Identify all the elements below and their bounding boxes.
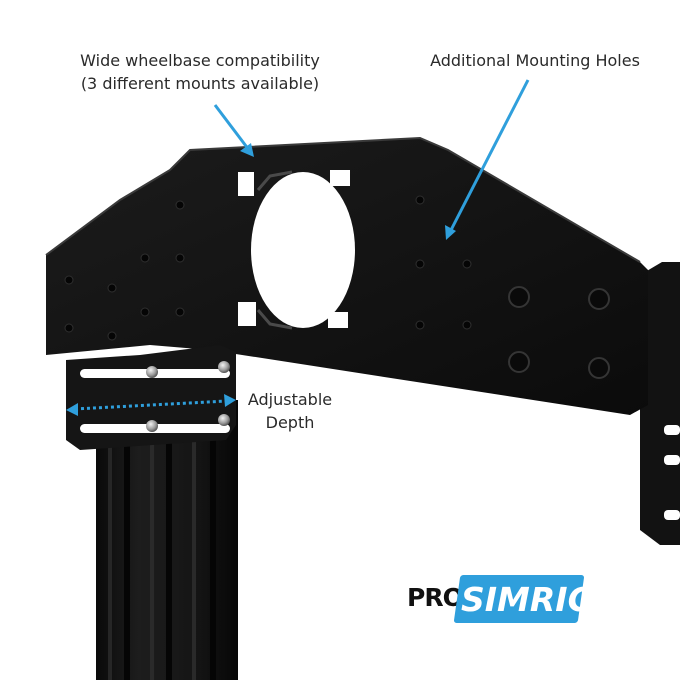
wheelbase-callout-line1: Wide wheelbase compatibility — [80, 51, 320, 70]
depth-arrow — [66, 394, 236, 416]
depth-callout: Adjustable Depth — [240, 388, 340, 434]
side-bracket — [640, 262, 680, 545]
wheelbase-callout-line2: (3 different mounts available) — [80, 74, 320, 93]
depth-callout-line1: Adjustable — [247, 390, 333, 409]
wheelbase-arrow — [213, 104, 254, 157]
mounting-holes-arrow — [445, 79, 530, 240]
logo-pro-text: PRO — [407, 583, 464, 612]
prosimrig-logo: PRO SIMRIG — [407, 575, 595, 627]
depth-bracket — [66, 345, 236, 450]
large-mounting-holes — [508, 286, 610, 379]
plate-holes — [64, 195, 472, 341]
wheelbase-callout: Wide wheelbase compatibility (3 differen… — [50, 49, 350, 95]
logo-simrig-text: SIMRIG — [461, 580, 595, 619]
depth-callout-line2: Depth — [265, 413, 315, 432]
wheelbase-cutout — [238, 170, 355, 330]
mounting-holes-callout: Additional Mounting Holes — [410, 49, 660, 72]
mounting-holes-callout-text: Additional Mounting Holes — [430, 51, 640, 70]
